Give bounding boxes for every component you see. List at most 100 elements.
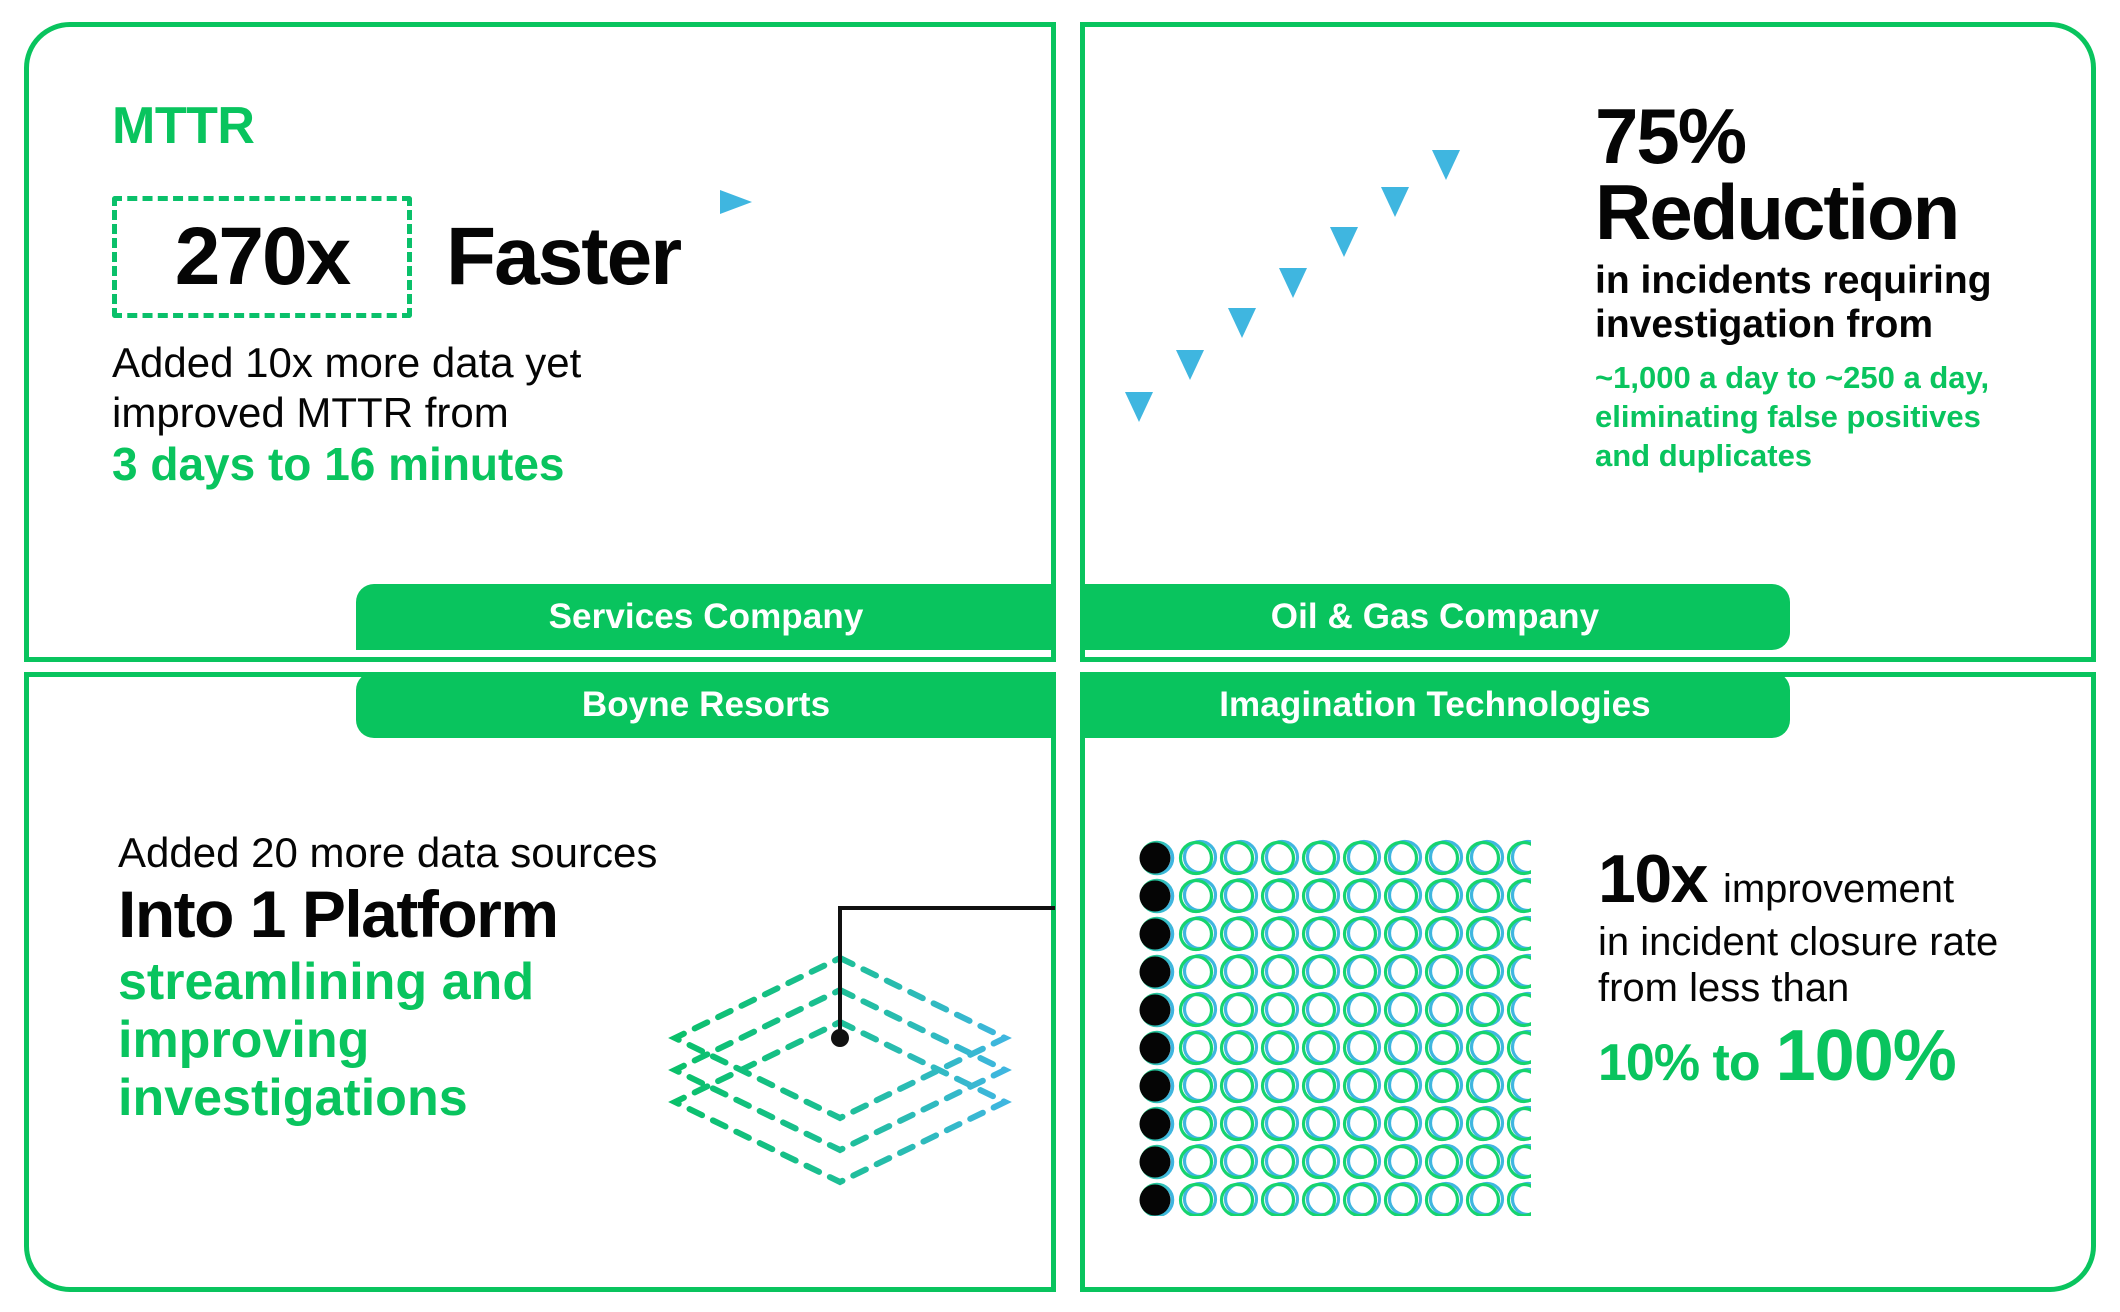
- dot-empty: [1342, 878, 1378, 914]
- dot-empty: [1260, 992, 1296, 1028]
- oil-gas-highlight: ~1,000 a day to ~250 a day, eliminating …: [1595, 358, 2075, 475]
- panel-boyne-resorts: [24, 672, 1056, 1292]
- dot-empty: [1383, 1106, 1419, 1142]
- panel-label-boyne-resorts[interactable]: Boyne Resorts: [356, 672, 1056, 738]
- dot-empty: [1465, 1144, 1501, 1180]
- boyne-subtext: Added 20 more data sources: [118, 829, 658, 876]
- layer-connector-dot: [831, 1029, 849, 1047]
- highlight-line-1: ~1,000 a day to ~250 a day,: [1595, 360, 1990, 396]
- subtext-line-1: in incidents requiring: [1595, 258, 1992, 302]
- panel-label-imagination-technologies[interactable]: Imagination Technologies: [1080, 672, 1790, 738]
- stat-number: 10x: [1598, 841, 1708, 917]
- highlight-line-3: investigations: [118, 1069, 468, 1128]
- dot-empty: [1383, 840, 1419, 876]
- dot-empty: [1506, 1068, 1531, 1104]
- dot-filled: [1139, 994, 1171, 1026]
- dot-empty: [1178, 954, 1214, 990]
- dot-empty: [1342, 1182, 1378, 1216]
- dot-empty: [1178, 1068, 1214, 1104]
- dot-empty: [1506, 1106, 1531, 1142]
- dot-empty: [1342, 954, 1378, 990]
- boyne-resorts-content: Added 20 more data sources Into 1 Platfo…: [118, 829, 798, 1128]
- dot-empty: [1178, 878, 1214, 914]
- dot-empty: [1301, 954, 1337, 990]
- dot-empty: [1383, 1068, 1419, 1104]
- panel-label-oil-and-gas-company[interactable]: Oil & Gas Company: [1080, 584, 1790, 650]
- dot-empty: [1383, 916, 1419, 952]
- isometric-stacked-layers-icon: [668, 906, 1055, 1186]
- dot-empty: [1260, 916, 1296, 952]
- panel-label-services-company[interactable]: Services Company: [356, 584, 1056, 650]
- dot-empty: [1506, 1030, 1531, 1066]
- dot-empty: [1301, 916, 1337, 952]
- stat-highlight-box: [112, 196, 412, 318]
- mttr-arrow-graphic-row: 270x Faster: [112, 174, 992, 324]
- dot-empty: [1178, 840, 1214, 876]
- dot-empty: [1301, 840, 1337, 876]
- dot-filled: [1139, 1032, 1171, 1064]
- dot-empty: [1219, 1068, 1255, 1104]
- dot-empty: [1383, 954, 1419, 990]
- dot-empty: [1260, 840, 1296, 876]
- dot-filled: [1139, 880, 1171, 912]
- dot-empty: [1178, 992, 1214, 1028]
- dot-empty: [1260, 1106, 1296, 1142]
- layer-connector-line: [838, 906, 1055, 1038]
- highlight-line-3: and duplicates: [1595, 438, 1813, 474]
- dot-empty: [1301, 1106, 1337, 1142]
- dot-filled: [1139, 1108, 1171, 1140]
- panel-services-company: [24, 22, 1056, 662]
- dot-empty: [1178, 1144, 1214, 1180]
- dot-empty: [1342, 1144, 1378, 1180]
- dot-empty: [1424, 1106, 1460, 1142]
- descending-dashed-arrows-icon: [1125, 98, 1460, 422]
- dot-empty: [1219, 992, 1255, 1028]
- dot-empty: [1424, 1144, 1460, 1180]
- dot-empty: [1465, 1182, 1501, 1216]
- body-highlight: 3 days to 16 minutes: [112, 438, 565, 491]
- body-line-2: improved MTTR from: [112, 388, 509, 436]
- dot-empty: [1219, 916, 1255, 952]
- dot-empty: [1219, 1144, 1255, 1180]
- dot-empty: [1465, 1030, 1501, 1066]
- dot-empty: [1219, 1030, 1255, 1066]
- dot-empty: [1383, 992, 1419, 1028]
- dot-empty: [1424, 878, 1460, 914]
- panel-oil-and-gas-company: [1080, 22, 2096, 662]
- dot-empty: [1301, 1068, 1337, 1104]
- imagination-highlight: 10% to 100%: [1598, 1015, 2098, 1097]
- dot-empty: [1219, 1106, 1255, 1142]
- dot-empty: [1301, 1030, 1337, 1066]
- dot-empty: [1465, 1106, 1501, 1142]
- dot-empty: [1342, 840, 1378, 876]
- dot-empty: [1465, 1068, 1501, 1104]
- dot-empty: [1383, 1182, 1419, 1216]
- stat-word: improvement: [1722, 867, 1955, 911]
- subtext-line-2: investigation from: [1595, 302, 1934, 346]
- dot-filled: [1139, 918, 1171, 950]
- dot-empty: [1301, 1144, 1337, 1180]
- dot-empty: [1342, 1030, 1378, 1066]
- dot-empty: [1506, 1144, 1531, 1180]
- dot-empty: [1506, 840, 1531, 876]
- dot-empty: [1383, 878, 1419, 914]
- dot-empty: [1178, 1106, 1214, 1142]
- highlight-from: 10% to: [1598, 1034, 1761, 1093]
- dot-empty: [1424, 916, 1460, 952]
- dot-empty: [1424, 840, 1460, 876]
- dot-empty: [1506, 954, 1531, 990]
- dot-empty: [1424, 1068, 1460, 1104]
- oil-gas-subtext: in incidents requiring investigation fro…: [1595, 259, 2075, 346]
- dot-filled: [1139, 1184, 1171, 1216]
- subtext-line-2: from less than: [1598, 965, 1850, 1010]
- dot-empty: [1342, 1106, 1378, 1142]
- stat-word: Faster: [446, 211, 682, 302]
- dot-empty: [1424, 992, 1460, 1028]
- dashed-right-arrow-icon: [112, 190, 752, 214]
- highlight-line-1: streamlining and: [118, 952, 535, 1011]
- dot-empty: [1424, 1182, 1460, 1216]
- dot-empty: [1506, 992, 1531, 1028]
- dot-filled: [1139, 842, 1171, 874]
- dot-empty: [1383, 1030, 1419, 1066]
